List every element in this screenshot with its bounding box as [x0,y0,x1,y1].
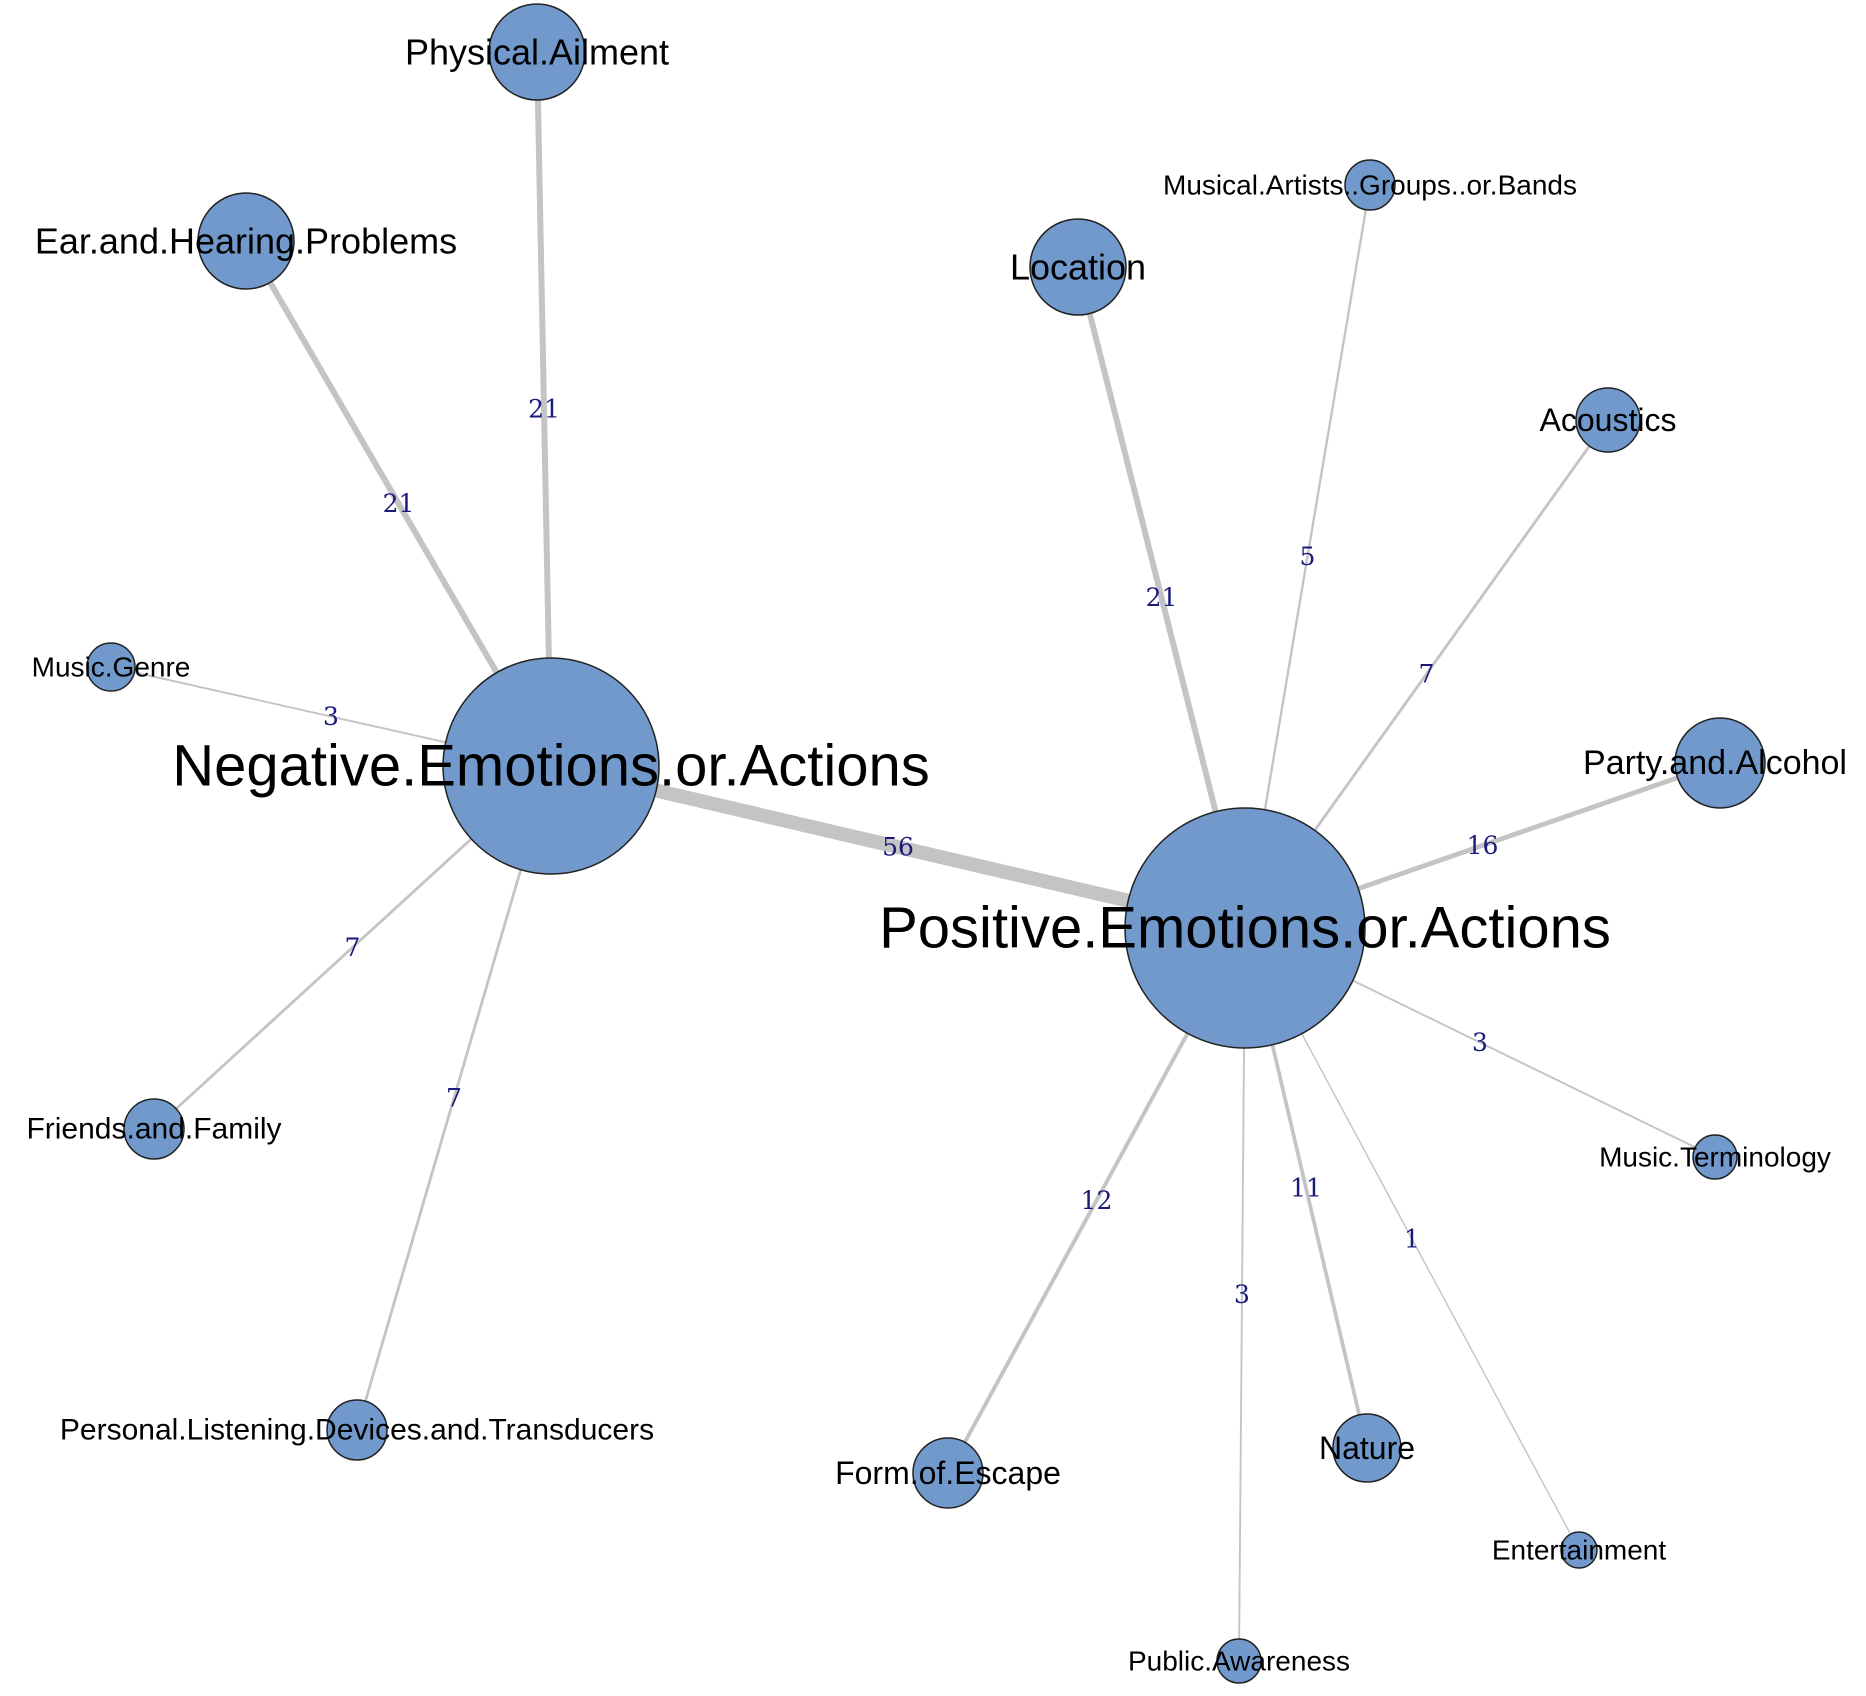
node-label-nature: Nature [1319,1430,1415,1466]
node-label-pos: Positive.Emotions.or.Actions [879,896,1611,961]
node-acoustics [1575,387,1641,453]
edge-weight-label: 7 [1419,660,1435,689]
edge-weight-label: 21 [1146,583,1178,612]
node-label-pld: Personal.Listening.Devices.and.Transduce… [60,1414,654,1447]
edge-weight-label: 3 [323,702,339,731]
edge-weight-label: 7 [345,933,361,962]
edge-pos-artists [1243,184,1372,929]
node-label-escape: Form.of.Escape [835,1455,1061,1491]
node-term [1692,1134,1738,1180]
node-loc [1029,218,1127,316]
edge-pos-public [1238,927,1246,1662]
edge-weight-label: 16 [1467,831,1499,860]
node-ear [197,192,295,290]
node-public [1216,1638,1262,1684]
node-label-ent: Entertainment [1492,1535,1667,1566]
node-label-artists: Musical.Artists..Groups..or.Bands [1163,170,1577,201]
node-party [1674,717,1766,809]
node-nature [1332,1413,1402,1483]
node-artists [1344,159,1396,211]
edge-neg-phys [534,51,554,767]
node-label-party: Party.and.Alcohol [1583,744,1847,782]
edge-weight-label: 3 [1234,1280,1250,1309]
edge-weight-label: 56 [882,833,914,862]
edge-weight-label: 21 [383,489,415,518]
edge-weight-label: 3 [1472,1028,1488,1057]
node-pld [326,1399,388,1461]
edge-weight-label: 11 [1290,1174,1322,1203]
node-label-genre: Music.Genre [32,652,191,683]
node-phys [488,3,586,101]
node-label-public: Public.Awareness [1128,1646,1350,1677]
node-label-friends: Friends.and.Family [26,1113,281,1146]
edge-weight-label: 1 [1404,1225,1420,1254]
edge-weight-label: 21 [528,395,560,424]
node-labels-layer: Negative.Emotions.or.ActionsPositive.Emo… [26,32,1847,1677]
edge-weight-label: 7 [446,1084,462,1113]
node-friends [123,1098,185,1160]
node-label-loc: Location [1010,247,1146,288]
node-label-acoustics: Acoustics [1540,402,1677,438]
node-label-ear: Ear.and.Hearing.Problems [35,221,457,262]
node-pos [1124,807,1366,1049]
node-neg [442,657,660,875]
edge-weight-label: 12 [1081,1186,1113,1215]
node-escape [912,1437,984,1509]
edge-weight-label: 5 [1300,542,1316,571]
node-label-phys: Physical.Ailment [405,32,669,73]
nodes-layer [86,3,1766,1684]
edge-neg-pld [355,765,553,1431]
node-label-term: Music.Terminology [1599,1142,1831,1173]
node-genre [86,642,136,692]
node-label-neg: Negative.Emotions.or.Actions [172,734,930,799]
node-ent [1560,1531,1598,1569]
